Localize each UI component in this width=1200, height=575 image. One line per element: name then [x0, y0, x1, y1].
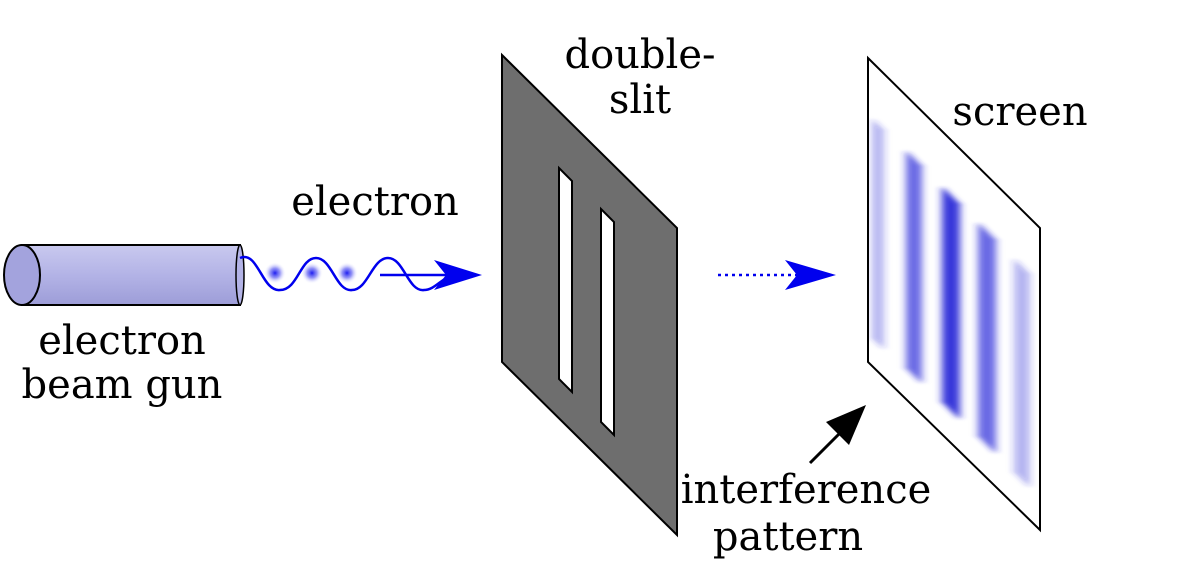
arrowhead-icon	[826, 405, 866, 445]
wave-line	[239, 255, 453, 292]
fringe	[942, 186, 960, 420]
screen-label: screen	[952, 89, 1087, 135]
pattern-label-line2: pattern	[713, 514, 863, 560]
interference-fringes	[872, 118, 1030, 488]
electron-gun	[3, 244, 245, 306]
gun-body	[21, 244, 241, 306]
fringe	[872, 118, 884, 350]
double-slit-panel	[501, 52, 678, 538]
wave-packet-icon	[239, 255, 482, 292]
fringe	[906, 150, 922, 384]
gun-back-cap	[3, 244, 41, 306]
slit-opening-left	[558, 165, 573, 395]
fringe	[978, 222, 996, 454]
detection-screen	[867, 55, 1041, 533]
slit-opening-right	[600, 206, 615, 438]
gun-label-line1: electron	[38, 318, 206, 364]
slit-panel	[501, 52, 678, 538]
electron-label: electron	[291, 179, 459, 225]
arrowhead-icon	[434, 260, 482, 290]
pattern-label-line1: interference	[681, 467, 932, 513]
screen-border	[867, 55, 1041, 533]
slit-label-line1: double-	[564, 32, 715, 78]
gun-label-line2: beam gun	[22, 362, 223, 408]
electron-dot	[264, 262, 286, 284]
fringe	[1014, 258, 1030, 488]
diffracted-beam	[718, 260, 836, 290]
electron-dot	[301, 262, 323, 284]
slit-label-line2: slit	[609, 77, 671, 123]
electron-dot	[336, 262, 358, 284]
pattern-pointer	[808, 405, 866, 465]
arrowhead-icon	[785, 260, 836, 290]
gun-front-rim	[235, 244, 245, 306]
